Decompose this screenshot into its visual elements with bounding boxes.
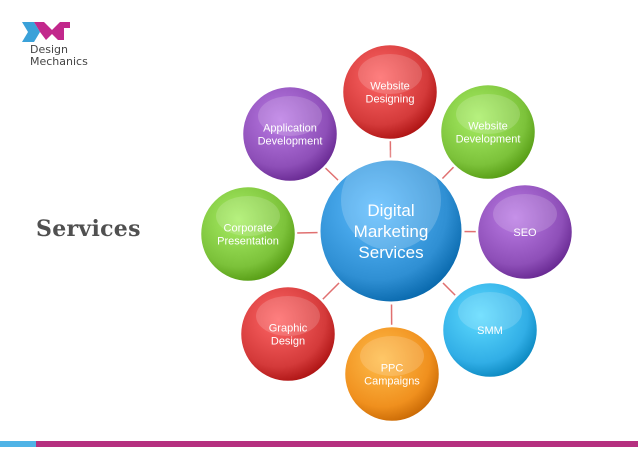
service-node-circle xyxy=(438,82,538,182)
service-node-gloss xyxy=(258,96,322,136)
service-node-circle xyxy=(340,42,440,142)
service-node: SMM xyxy=(440,280,540,380)
service-node-label: Development xyxy=(456,134,521,146)
service-node-label: Corporate xyxy=(224,223,273,235)
service-node-label: SMM xyxy=(477,325,503,337)
footer-bar-right xyxy=(36,441,638,447)
center-label-line2: Marketing xyxy=(354,222,429,241)
service-node-label: Campaigns xyxy=(364,376,420,388)
service-node-gloss xyxy=(456,94,520,134)
service-node-label: Website xyxy=(370,81,410,93)
service-node-label: Design xyxy=(271,336,305,348)
service-nodes: WebsiteDesigningWebsiteDevelopmentSEOSMM… xyxy=(198,42,575,424)
service-node-label: Presentation xyxy=(217,236,279,248)
center-label-line3: Services xyxy=(358,243,423,262)
brand-name-line2: Mechanics xyxy=(30,55,88,68)
service-node-gloss xyxy=(358,54,422,94)
brand-name-line1: Design xyxy=(30,43,68,56)
center-gloss xyxy=(341,150,441,250)
slide-title: Services xyxy=(36,216,141,242)
service-node-circle xyxy=(198,184,298,284)
design-mechanics-logo-icon xyxy=(22,22,70,42)
service-node-label: Graphic xyxy=(269,323,308,335)
center-label-line1: Digital xyxy=(367,201,414,220)
footer-bar xyxy=(0,441,638,447)
service-node-gloss xyxy=(493,194,557,234)
logo-magenta-mark xyxy=(34,22,70,40)
footer-bar-left xyxy=(0,441,36,447)
service-node-label: Application xyxy=(263,123,317,135)
service-node-label: Development xyxy=(258,136,323,148)
service-node-gloss xyxy=(360,336,424,376)
service-node-gloss xyxy=(216,196,280,236)
service-node-label: Designing xyxy=(366,94,415,106)
service-node-label: PPC xyxy=(381,363,404,375)
center-node: Digital Marketing Services xyxy=(317,150,465,305)
logo-blue-chevron xyxy=(22,22,40,42)
service-node-circle xyxy=(342,324,442,424)
service-node: SEO xyxy=(475,182,575,282)
service-node-label: SEO xyxy=(513,227,537,239)
service-node-circle xyxy=(240,84,340,184)
service-node-gloss xyxy=(458,292,522,332)
center-circle xyxy=(317,157,465,305)
service-node-circle xyxy=(238,284,338,384)
service-node-gloss xyxy=(256,296,320,336)
brand-name: Design Mechanics xyxy=(30,44,88,68)
service-node-circle xyxy=(440,280,540,380)
service-node-circle xyxy=(475,182,575,282)
service-node-label: Website xyxy=(468,121,508,133)
